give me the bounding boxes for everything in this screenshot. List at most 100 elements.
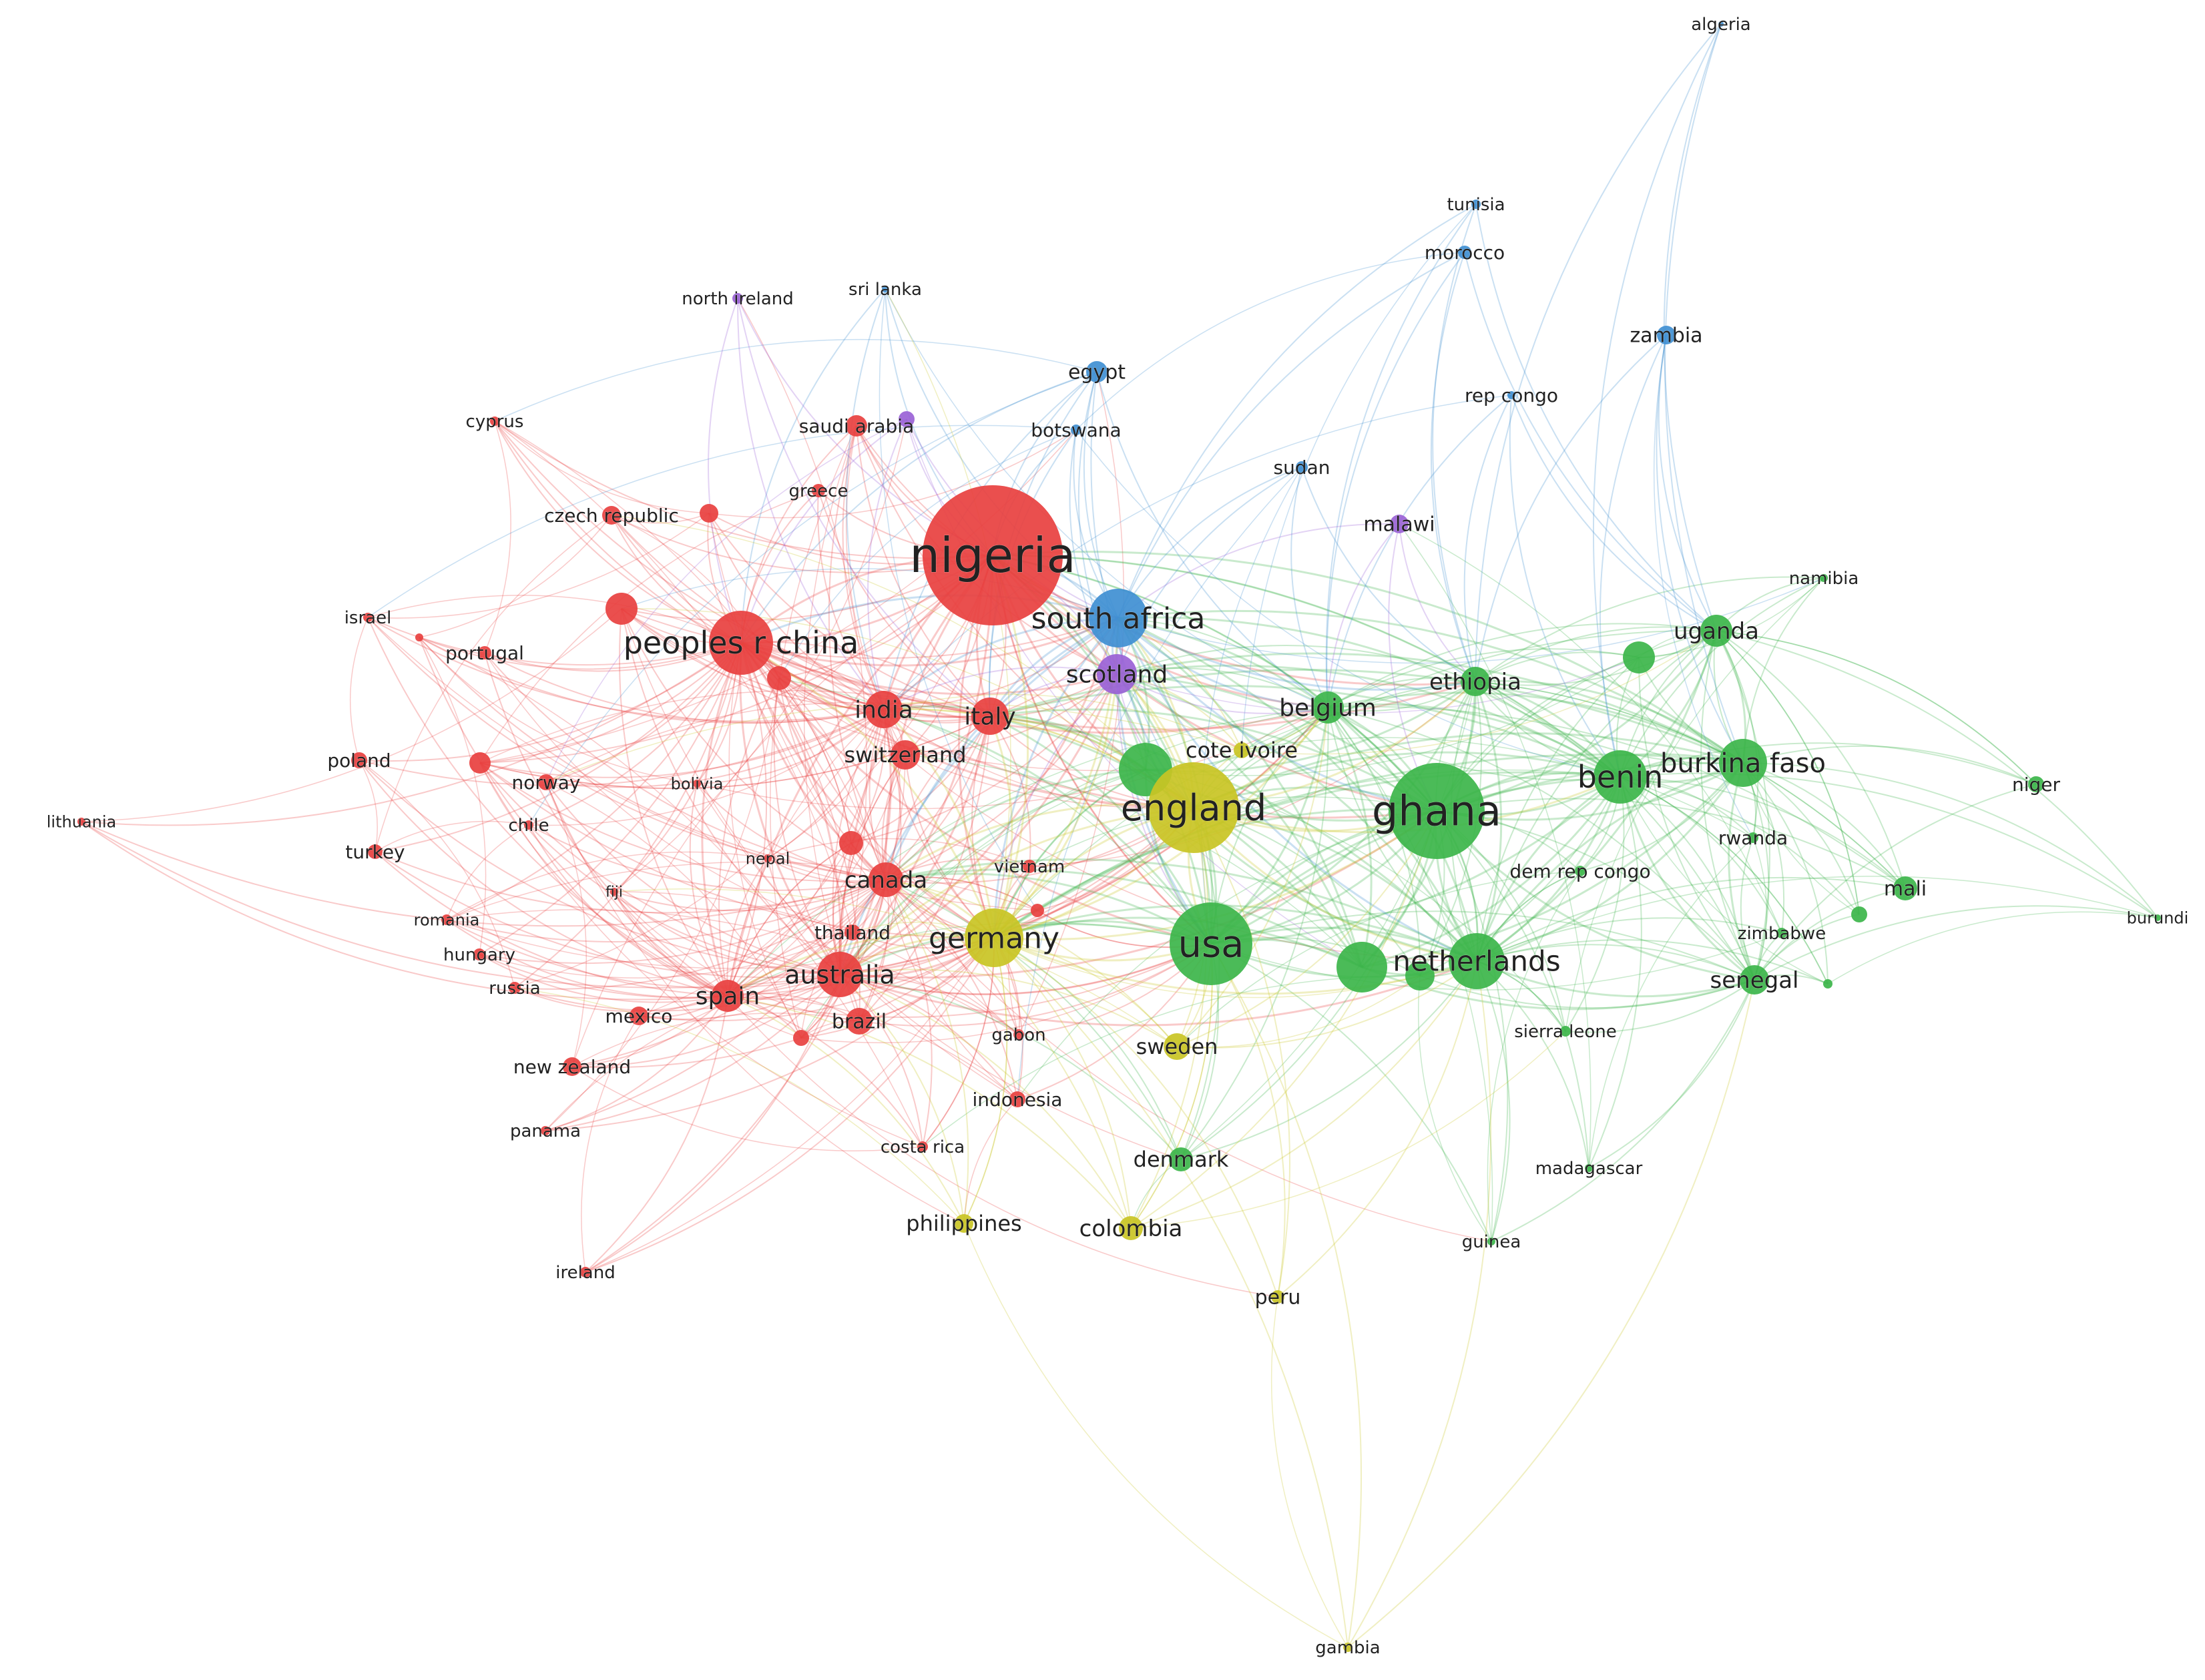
- country-node-israel[interactable]: [363, 613, 373, 622]
- country-node-portugal[interactable]: [478, 646, 491, 659]
- country-node-gabon[interactable]: [1013, 1029, 1024, 1040]
- country-node-tunisia[interactable]: [1471, 200, 1481, 209]
- country-node-turkey[interactable]: [368, 844, 383, 859]
- country-node-sierra-leone[interactable]: [1560, 1026, 1571, 1037]
- country-node-mexico[interactable]: [630, 1007, 648, 1025]
- country-node-saudi-arabia[interactable]: [846, 415, 867, 437]
- country-node-peru[interactable]: [1271, 1290, 1284, 1304]
- country-node-ghana[interactable]: [1389, 763, 1485, 859]
- link-edge: [585, 995, 728, 1273]
- country-node-ireland[interactable]: [580, 1267, 591, 1278]
- country-node[interactable]: [415, 633, 423, 641]
- country-node-belgium[interactable]: [1312, 691, 1344, 724]
- country-node-botswana[interactable]: [1071, 425, 1081, 435]
- country-node-namibia[interactable]: [1820, 574, 1828, 582]
- country-node-malawi[interactable]: [1390, 515, 1409, 533]
- country-node-niger[interactable]: [2028, 776, 2044, 792]
- country-node-sudan[interactable]: [1296, 461, 1308, 473]
- country-node[interactable]: [605, 593, 638, 625]
- country-node-gambia[interactable]: [1343, 1643, 1353, 1652]
- country-node-lithuania[interactable]: [77, 818, 85, 826]
- country-node-madagascar[interactable]: [1585, 1164, 1593, 1172]
- country-node-brazil[interactable]: [846, 1008, 873, 1035]
- country-node-algeria[interactable]: [1718, 21, 1724, 27]
- country-node[interactable]: [469, 752, 491, 774]
- country-node-nepal[interactable]: [764, 854, 772, 862]
- link-edge: [1029, 681, 1476, 867]
- country-node[interactable]: [1623, 641, 1655, 673]
- country-node[interactable]: [767, 666, 791, 690]
- country-node-burkina-faso[interactable]: [1719, 739, 1767, 787]
- country-node-morocco[interactable]: [1458, 246, 1471, 259]
- country-node-cote-ivoire[interactable]: [1234, 742, 1250, 758]
- country-node[interactable]: [793, 1030, 809, 1046]
- country-node-benin[interactable]: [1594, 750, 1647, 804]
- country-node-ethiopia[interactable]: [1461, 667, 1490, 696]
- country-node-australia[interactable]: [817, 952, 863, 997]
- country-node-romania[interactable]: [441, 914, 452, 925]
- country-node[interactable]: [700, 504, 718, 523]
- country-node-england[interactable]: [1148, 762, 1239, 853]
- country-node-bolivia[interactable]: [693, 780, 701, 788]
- country-node[interactable]: [1851, 906, 1867, 922]
- country-node-sweden[interactable]: [1164, 1033, 1190, 1060]
- country-node[interactable]: [1405, 961, 1435, 991]
- country-node-philippines[interactable]: [955, 1214, 973, 1233]
- country-node-spain[interactable]: [712, 980, 744, 1012]
- country-node[interactable]: [1031, 904, 1044, 917]
- country-node-mali[interactable]: [1893, 876, 1917, 900]
- country-node-peoples-r-china[interactable]: [709, 611, 773, 675]
- country-node-south-africa[interactable]: [1089, 589, 1148, 647]
- country-node-denmark[interactable]: [1169, 1147, 1193, 1171]
- country-node-hungary[interactable]: [473, 948, 485, 960]
- country-label: sweden: [1136, 1034, 1218, 1059]
- link-edge: [963, 1099, 1018, 1224]
- link-edge: [1827, 911, 2158, 985]
- country-node-zambia[interactable]: [1657, 326, 1676, 344]
- link-edge: [885, 768, 1146, 881]
- country-node-italy[interactable]: [971, 697, 1009, 735]
- country-node-usa[interactable]: [1170, 902, 1252, 985]
- country-node-cyprus[interactable]: [490, 416, 499, 426]
- country-node-egypt[interactable]: [1086, 361, 1108, 382]
- link-edge: [740, 641, 1328, 734]
- country-node-chile[interactable]: [524, 820, 533, 830]
- country-node-zimbabwe[interactable]: [1776, 928, 1787, 938]
- country-node-indonesia[interactable]: [1009, 1091, 1025, 1107]
- country-node-uganda[interactable]: [1700, 615, 1732, 647]
- country-node-canada[interactable]: [869, 862, 903, 897]
- country-node-nigeria[interactable]: [923, 485, 1063, 625]
- country-node-germany[interactable]: [965, 908, 1023, 967]
- link-edge: [963, 937, 1008, 1224]
- country-node-netherlands[interactable]: [1449, 933, 1505, 989]
- country-node-switzerland[interactable]: [891, 740, 920, 770]
- country-node-russia[interactable]: [509, 982, 521, 994]
- link-edge: [778, 677, 1212, 944]
- country-node-fiji[interactable]: [610, 888, 618, 896]
- country-node-senegal[interactable]: [1740, 965, 1769, 995]
- country-node-panama[interactable]: [541, 1126, 550, 1135]
- country-node-north-ireland[interactable]: [732, 293, 743, 304]
- country-node-czech-republic[interactable]: [602, 506, 621, 525]
- country-node-guinea[interactable]: [1487, 1237, 1495, 1245]
- country-node[interactable]: [899, 411, 915, 427]
- country-node-rwanda[interactable]: [1748, 832, 1758, 843]
- country-node-burundi[interactable]: [2154, 914, 2161, 921]
- country-node-thailand[interactable]: [844, 924, 861, 940]
- country-node-poland[interactable]: [351, 752, 367, 768]
- link-edge: [1475, 681, 1906, 889]
- country-node-costa-rica[interactable]: [917, 1141, 928, 1152]
- country-node-sri-lanka[interactable]: [882, 286, 889, 292]
- country-node-india[interactable]: [865, 691, 903, 728]
- country-node-new-zealand[interactable]: [563, 1057, 581, 1076]
- country-node-vietnam[interactable]: [1023, 860, 1036, 873]
- country-node-norway[interactable]: [538, 774, 554, 790]
- country-node[interactable]: [1823, 979, 1832, 989]
- country-node-scotland[interactable]: [1097, 654, 1137, 694]
- country-node-greece[interactable]: [812, 484, 825, 497]
- country-node[interactable]: [1336, 942, 1387, 993]
- country-node-rep-congo[interactable]: [1507, 391, 1515, 399]
- country-node-colombia[interactable]: [1119, 1216, 1143, 1240]
- country-node-dem-rep-congo[interactable]: [1575, 866, 1585, 876]
- country-node[interactable]: [839, 831, 863, 855]
